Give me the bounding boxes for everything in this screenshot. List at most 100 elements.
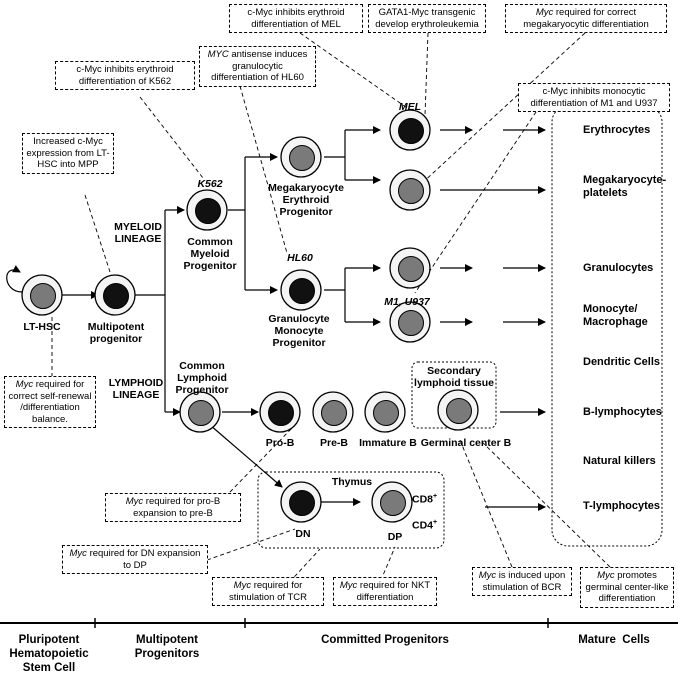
cd8-superscript: + [433,493,438,500]
cd4-superscript: + [433,519,438,526]
note-gata1: GATA1-Myc transgenic develop erythroleuk… [368,4,486,33]
cd8-text: CD8 [412,493,434,506]
cell-lt-hsc [21,274,63,316]
cell-nucleus [321,400,347,426]
secondary-lymphoid-label: Secondary lymphoid tissue [414,365,494,389]
note-connectors [51,32,611,588]
cell-nucleus [380,490,406,516]
cell-mep [280,136,322,178]
note-text: is induced upon stimulation of BCR [482,570,566,593]
note-megakaryocytic: Myc required for correct megakaryocytic … [505,4,667,33]
pro-b-label: Pro-B [265,437,295,449]
gmp-label: Granulocyte Monocyte Progenitor [268,313,330,349]
note-hl60: MYC antisense induces granulocytic diffe… [199,46,316,87]
cd8-label: CD8+ [412,491,444,506]
note-text: required for DN expansion to DP [86,548,201,571]
cell-nucleus [30,283,56,309]
cell-nucleus [103,283,129,309]
myc-italic: Myc [69,548,87,559]
cell-cmp [186,189,228,231]
mature-granulocytes: Granulocytes [583,262,654,274]
cell-clp [179,391,221,433]
cell-pro-b [259,391,301,433]
myeloid-lineage-label: MYELOID LINEAGE [114,221,162,245]
mature-natural-killers: Natural killers [583,455,656,467]
cell-nucleus [289,145,315,171]
note-bcr: Myc is induced upon stimulation of BCR [472,567,572,596]
mature-megakaryocyte-platelets: Megakaryocyte-platelets [583,174,667,199]
thymus-box [257,471,445,549]
cell-nucleus [398,256,424,282]
cell-nucleus [446,398,472,424]
cell-nucleus [373,400,399,426]
m1-label: M1, U937 [384,296,430,308]
note-text: required for pro-B expansion to pre-B [133,496,221,519]
note-k562: c-Myc inhibits erythroid differentiation… [55,61,195,90]
cell-monocyte-progenitor [389,301,431,343]
cell-nucleus [289,490,315,516]
mature-b-lymphocytes: B-lymphocytes [583,406,662,418]
lineage-tree [6,126,546,511]
cell-pre-b [312,391,354,433]
thymus-label: Thymus [331,476,373,488]
note-germinal: Myc promotes germinal center-like differ… [580,567,674,608]
cd4-label: CD4+ [412,517,444,532]
myc-italic: Myc [125,496,144,507]
cell-dn [280,481,322,523]
k562-label: K562 [197,178,223,190]
mel-label: MEL [398,101,422,113]
cell-nucleus [289,278,315,304]
note-tcr: Myc required for stimulation of TCR [212,577,324,606]
lymphoid-lineage-label: LYMPHOID LINEAGE [108,377,164,401]
cell-immature-b [364,391,406,433]
note-dn: Myc required for DN expansion to DP [62,545,208,574]
dn-label: DN [295,528,311,540]
note-self-renewal: Myc required for correct self-renewal /d… [4,376,96,428]
mep-label: Megakaryocyte Erythroid Progenitor [268,182,344,218]
note-text: required for stimulation of TCR [229,580,307,603]
myc-italic: Myc [478,570,497,581]
cell-nucleus [188,400,214,426]
immature-b-label: Immature B [359,437,417,449]
mature-dendritic-cells: Dendritic Cells [583,356,661,368]
note-text: promotes germinal center-like differenti… [585,570,669,604]
note-nkt: Myc required for NKT differentiation [333,577,437,606]
myc-italic: Myc [535,7,554,18]
stage-committed: Committed Progenitors [321,634,449,646]
note-m1: c-Myc inhibits monocytic differentiation… [518,83,670,112]
mature-erythrocytes: Erythrocytes [583,124,651,136]
note-pro-b: Myc required for pro-B expansion to pre-… [105,493,241,522]
myc-italic: Myc [597,570,615,581]
note-mpp: Increased c-Myc expression from LT-HSC i… [22,133,114,174]
stage-pluripotent: Pluripotent Hematopoietic Stem Cell [9,634,89,674]
multipotent-label: Multipotent progenitor [87,321,145,345]
germinal-center-b-label: Germinal center B [420,437,512,449]
cell-mel [389,109,431,151]
cell-nucleus [398,178,424,204]
cell-nucleus [398,310,424,336]
cell-gmp [280,269,322,311]
clp-label: Common Lymphoid Progenitor [175,360,229,396]
note-text: antisense induces granulocytic different… [211,49,308,83]
pre-b-label: Pre-B [319,437,348,449]
note-text: required for correct self-renewal /diffe… [8,379,92,425]
mature-t-lymphocytes: T-lymphocytes [583,500,661,512]
cell-dp [371,481,413,523]
stage-mature: Mature Cells [578,634,650,646]
myc-italic: Myc [15,379,34,390]
cell-nucleus [195,198,221,224]
note-text: required for NKT differentiation [356,580,431,603]
cmp-label: Common Myeloid Progenitor [183,236,237,272]
note-text: required for correct megakaryocytic diff… [523,7,649,30]
dp-label: DP [387,531,403,543]
cell-nucleus [268,400,294,426]
myc-italic: Myc [233,580,252,591]
cell-multipotent [94,274,136,316]
cell-nucleus [398,118,424,144]
stage-multipotent: Multipotent Progenitors [134,634,200,660]
hl60-label: HL60 [287,252,313,264]
myc-italic: Myc [339,580,358,591]
mature-monocyte-macrophage: Monocyte/ Macrophage [583,303,648,328]
